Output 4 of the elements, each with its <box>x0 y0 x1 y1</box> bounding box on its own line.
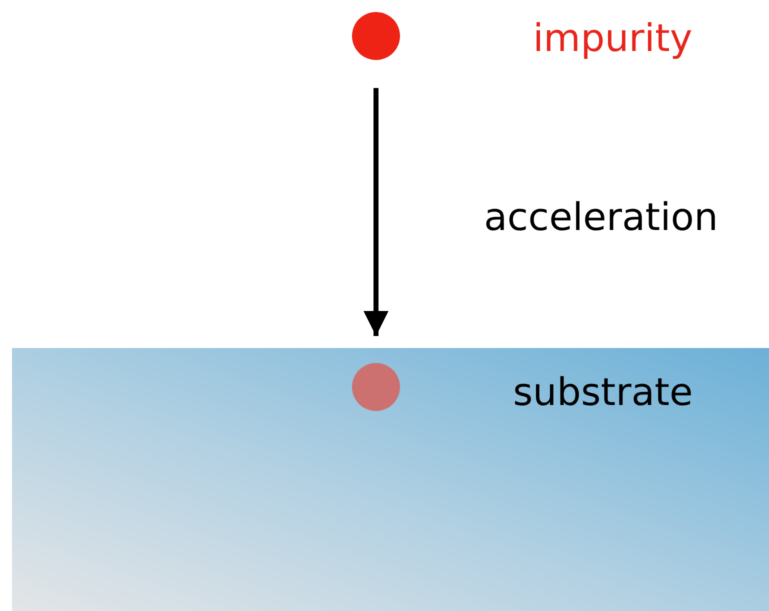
impurity-label: impurity <box>533 19 692 57</box>
arrow <box>364 88 388 336</box>
substrate-label: substrate <box>513 373 693 411</box>
edge-label: acceleration <box>484 198 718 236</box>
